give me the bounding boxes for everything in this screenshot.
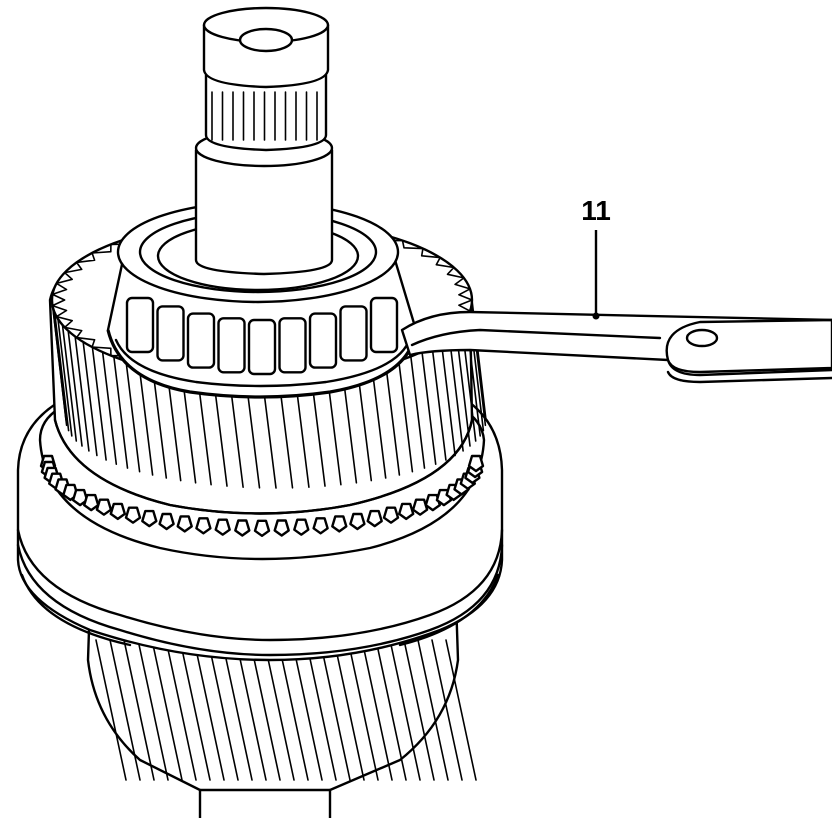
gear-tooth bbox=[91, 343, 107, 461]
dog-tooth bbox=[234, 519, 251, 537]
bearing-roller bbox=[369, 296, 399, 354]
lower-gear-tooth bbox=[235, 639, 267, 781]
lower-gear-tooth bbox=[221, 639, 253, 781]
gear-tooth bbox=[53, 311, 70, 432]
bearing-roller bbox=[247, 318, 277, 376]
bearing-roller bbox=[125, 296, 155, 354]
dog-tooth bbox=[71, 488, 89, 507]
dog-tooth bbox=[411, 498, 429, 516]
dog-tooth bbox=[253, 519, 271, 537]
dog-tooth bbox=[293, 518, 310, 536]
gear-tooth bbox=[440, 338, 456, 457]
gear-tooth bbox=[51, 305, 68, 427]
gear-tooth bbox=[384, 360, 401, 476]
lower-gear-tooth bbox=[193, 639, 225, 781]
gear-tooth bbox=[57, 316, 73, 437]
tool-arm bbox=[400, 310, 832, 384]
lower-gear-tooth bbox=[417, 639, 449, 781]
dog-tooth bbox=[349, 512, 366, 531]
gear-tooth bbox=[137, 360, 154, 476]
gear-tooth bbox=[420, 348, 437, 465]
lower-gear-tooth bbox=[137, 639, 169, 781]
callout: 11 bbox=[581, 195, 611, 320]
dog-tooth bbox=[467, 454, 485, 473]
gear-tooth bbox=[67, 328, 83, 447]
dog-tooth bbox=[331, 515, 348, 533]
lower-gear-tooth bbox=[333, 639, 365, 781]
bearing-roller bbox=[186, 312, 216, 369]
gear-tooth bbox=[74, 333, 90, 452]
dog-tooth bbox=[273, 519, 290, 537]
gear-tooth bbox=[124, 357, 141, 473]
shaft bbox=[194, 6, 334, 276]
dog-tooth bbox=[124, 506, 142, 524]
dog-tooth bbox=[195, 517, 212, 535]
dog-tooth bbox=[141, 509, 158, 528]
bearing-roller bbox=[308, 312, 338, 369]
gear-tooth bbox=[61, 322, 78, 442]
gear-tooth bbox=[101, 348, 118, 465]
dog-tooth bbox=[83, 493, 100, 512]
dog-tooth bbox=[176, 515, 193, 533]
lower-gear-tooth bbox=[375, 639, 407, 781]
lower-gear-tooth bbox=[389, 639, 421, 781]
dog-tooth bbox=[312, 517, 329, 535]
bearing-roller bbox=[156, 305, 185, 362]
lower-gear-tooth bbox=[123, 639, 155, 781]
lower-gear-tooth bbox=[263, 639, 295, 781]
lower-gear-tooth bbox=[431, 639, 463, 781]
dog-tooth bbox=[398, 502, 415, 521]
dog-tooth bbox=[95, 498, 113, 516]
gear-tooth bbox=[409, 352, 426, 469]
dog-tooth bbox=[382, 506, 400, 524]
lower-gear-tooth bbox=[109, 639, 141, 781]
lower-gear-tooth bbox=[165, 639, 197, 781]
gear-tooth bbox=[112, 352, 129, 469]
lower-gear-tooth bbox=[179, 639, 211, 781]
lower-gear-tooth bbox=[151, 639, 183, 781]
lower-gear-tooth bbox=[347, 639, 379, 781]
gear-tooth bbox=[448, 333, 464, 452]
bearing-roller bbox=[278, 317, 307, 374]
lower-gear-tooth bbox=[305, 639, 337, 781]
bearing-roller bbox=[217, 317, 246, 374]
lower-gear-tooth bbox=[249, 639, 281, 781]
dog-tooth bbox=[109, 502, 126, 521]
dog-tooth bbox=[214, 518, 231, 536]
lower-gear-tooth bbox=[95, 639, 127, 781]
gear-tooth bbox=[397, 357, 414, 473]
lower-gear-tooth bbox=[361, 639, 393, 781]
lower-gear-tooth bbox=[291, 639, 323, 781]
lower-gear-tooth bbox=[319, 639, 351, 781]
dog-tooth bbox=[366, 509, 383, 528]
bearing-roller bbox=[339, 305, 368, 362]
gear-tooth bbox=[82, 338, 98, 457]
dog-tooth bbox=[158, 512, 175, 531]
gear-tooth bbox=[370, 364, 387, 479]
lower-gear-tooth bbox=[445, 639, 477, 781]
leader-dot bbox=[592, 312, 600, 320]
callout-label: 11 bbox=[581, 195, 611, 226]
lower-gear-tooth bbox=[403, 639, 435, 781]
gear-tooth bbox=[431, 343, 447, 461]
lower-gear-tooth bbox=[207, 639, 239, 781]
lower-gear-tooth bbox=[277, 639, 309, 781]
